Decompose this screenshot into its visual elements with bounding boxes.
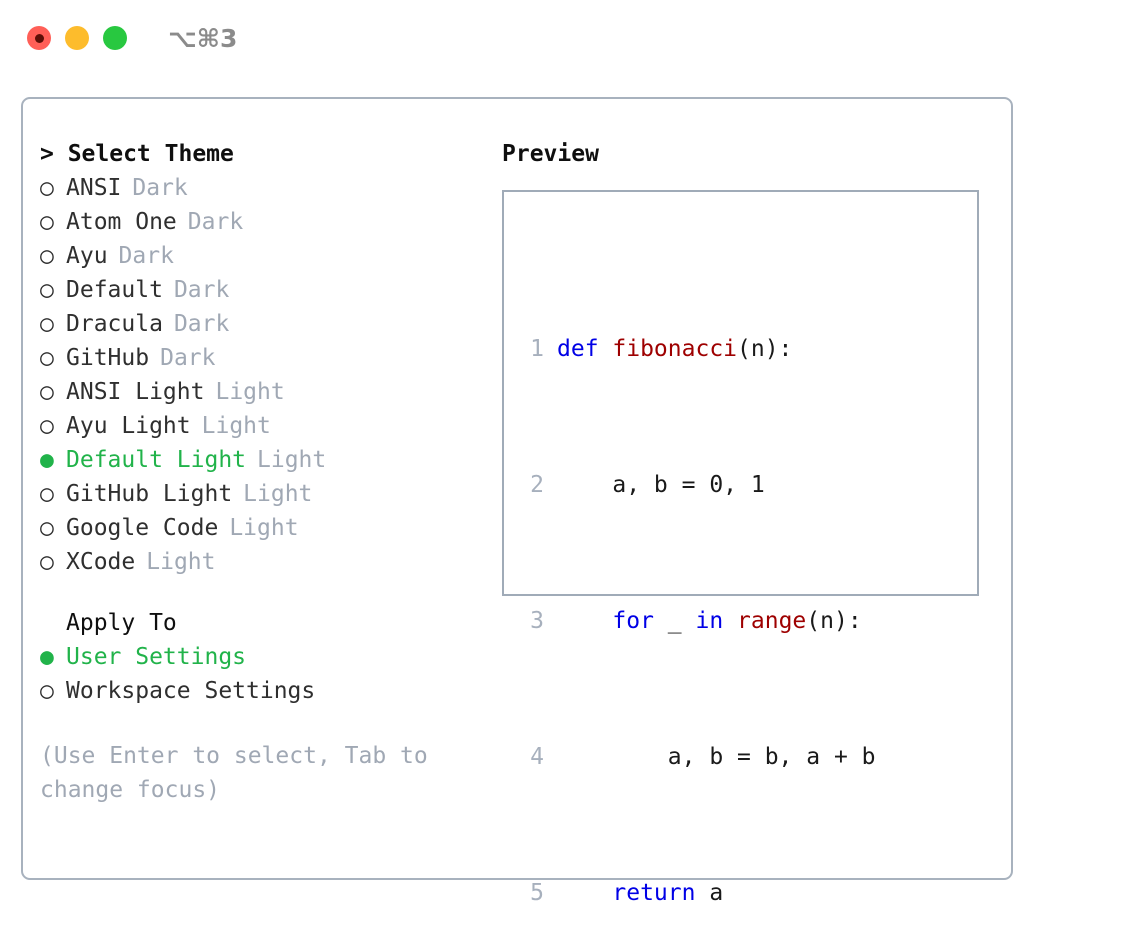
theme-name: GitHub [66,345,150,371]
theme-kind: Light [215,379,285,405]
code-token: fibonacci [612,336,738,362]
theme-name: Ayu Light [66,413,191,439]
apply-to-option-workspace[interactable]: ○ Workspace Settings [40,674,500,708]
theme-name: Default [66,277,163,303]
maximize-button-icon[interactable] [103,26,127,50]
apply-to-section: Apply To ● User Settings ○ Workspace Set… [40,606,500,708]
code-token [557,876,612,910]
radio-icon[interactable]: ○ [40,175,54,201]
preview-header: Preview [502,141,599,167]
keyboard-shortcut-label: ⌥⌘3 [168,24,238,53]
radio-icon[interactable]: ○ [40,481,54,507]
theme-name: ANSI [66,175,122,201]
line-number: 3 [530,608,544,634]
title-bar: ⌥⌘3 [0,0,1140,78]
theme-name: GitHub Light [66,481,233,507]
apply-to-option-label: Workspace Settings [66,678,316,704]
code-sample: 1 def fibonacci(n): 2 a, b = 0, 1 3 for … [518,230,915,934]
line-number: 5 [530,880,544,906]
theme-name: Default Light [66,447,247,473]
code-line: 1 def fibonacci(n): [518,332,915,366]
list-item[interactable]: ○ Dracula Dark [40,307,500,341]
radio-icon[interactable]: ○ [40,413,54,439]
code-line: 5 return a [518,876,915,910]
theme-kind: Dark [187,209,244,235]
apply-to-option-label: User Settings [66,644,247,670]
close-button-icon[interactable] [27,26,51,50]
code-token: range [737,608,807,634]
radio-icon[interactable]: ○ [40,379,54,405]
theme-kind: Light [146,549,216,575]
keyboard-hint-text: (Use Enter to select, Tab to change focu… [40,743,442,803]
theme-kind: Light [201,413,271,439]
theme-kind: Light [243,481,313,507]
list-item[interactable]: ○ Atom One Dark [40,205,500,239]
code-token: a, b = b, a + b [557,744,876,770]
code-token: a, b = 0, 1 [557,472,765,498]
minimize-button-icon[interactable] [65,26,89,50]
code-token: for [612,608,654,634]
list-item[interactable]: ○ GitHub Dark [40,341,500,375]
apply-to-title: Apply To [66,610,177,636]
theme-name: ANSI Light [66,379,205,405]
radio-icon[interactable]: ○ [40,277,54,303]
theme-name: Ayu [66,243,108,269]
code-token: (n): [806,608,862,634]
radio-icon[interactable]: ○ [40,345,54,371]
radio-icon[interactable]: ○ [40,549,54,575]
code-token: return [612,880,696,906]
select-theme-header: > Select Theme [40,141,234,167]
code-token [557,604,612,638]
line-number: 4 [530,744,544,770]
list-item-selected[interactable]: ● Default Light Light [40,443,500,477]
theme-kind: Dark [160,345,216,371]
theme-name: Google Code [66,515,219,541]
list-item[interactable]: ○ GitHub Light Light [40,477,500,511]
list-item[interactable]: ○ XCode Light [40,545,500,579]
apply-to-option-user[interactable]: ● User Settings [40,640,500,674]
theme-kind: Dark [173,311,230,337]
theme-name: Atom One [66,209,177,235]
preview-column: Preview 1 def fibonacci(n): 2 a, b = 0, … [502,137,1002,906]
code-line: 3 for _ in range(n): [518,604,915,638]
line-number: 1 [530,336,544,362]
window-controls [27,26,127,50]
code-token: in [695,608,738,634]
code-line: 2 a, b = 0, 1 [518,468,915,502]
radio-icon[interactable]: ○ [40,243,54,269]
code-token: a [695,880,724,906]
theme-kind: Dark [173,277,230,303]
radio-icon[interactable]: ○ [40,311,54,337]
list-item[interactable]: ○ Google Code Light [40,511,500,545]
radio-icon-selected[interactable]: ● [40,447,54,473]
list-item[interactable]: ○ ANSI Dark [40,171,500,205]
close-inner-dot [34,33,44,43]
theme-kind: Light [229,515,299,541]
theme-picker-column: > Select Theme ○ ANSI Dark ○ Atom One Da… [40,137,500,807]
line-number: 2 [530,472,544,498]
list-item[interactable]: ○ Ayu Light Light [40,409,500,443]
theme-name: XCode [66,549,136,575]
list-item[interactable]: ○ Ayu Dark [40,239,500,273]
radio-icon[interactable]: ○ [40,209,54,235]
code-token: _ [653,608,696,634]
theme-list: ○ ANSI Dark ○ Atom One Dark ○ Ayu Dark ○… [40,171,500,579]
code-token: def [557,336,613,362]
theme-kind: Dark [132,175,188,201]
code-token: (n): [737,336,793,362]
theme-kind: Dark [118,243,174,269]
theme-name: Dracula [66,311,163,337]
radio-icon-selected[interactable]: ● [40,644,54,670]
list-item[interactable]: ○ Default Dark [40,273,500,307]
code-line: 4 a, b = b, a + b [518,740,915,774]
theme-kind: Light [257,447,327,473]
radio-icon[interactable]: ○ [40,515,54,541]
radio-icon[interactable]: ○ [40,678,54,704]
preview-box: 1 def fibonacci(n): 2 a, b = 0, 1 3 for … [502,190,979,906]
main-panel: > Select Theme ○ ANSI Dark ○ Atom One Da… [21,97,1013,906]
list-item[interactable]: ○ ANSI Light Light [40,375,500,409]
